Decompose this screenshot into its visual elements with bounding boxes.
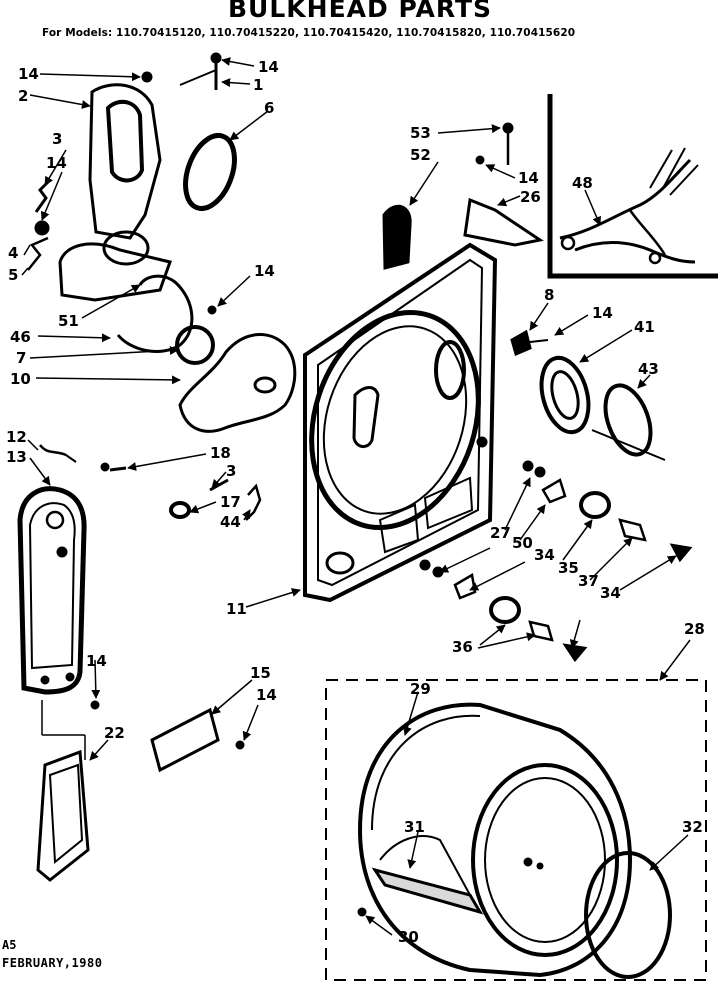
callout-14: 14 [86,652,107,670]
callout-30: 30 [398,928,419,946]
callout-48: 48 [572,174,593,192]
callout-14: 14 [18,65,39,83]
callout-29: 29 [410,680,431,698]
callout-44: 44 [220,513,241,531]
callout-51: 51 [58,312,79,330]
callout-18: 18 [210,444,231,462]
callout-31: 31 [404,818,425,836]
callout-7: 7 [16,349,26,367]
idler-bracket-assembly [27,52,237,302]
callout-13: 13 [6,448,27,466]
callout-8: 8 [544,286,554,304]
callout-50: 50 [512,534,533,552]
callout-12: 12 [6,428,27,446]
drum-assembly-box [325,679,707,981]
callout-43: 43 [638,360,659,378]
callout-3: 3 [226,462,236,480]
callout-15: 15 [250,664,271,682]
callout-32: 32 [682,818,703,836]
clamp-ring [116,274,215,365]
callout-14: 14 [592,304,613,322]
callout-1: 1 [253,76,263,94]
callout-34: 34 [600,584,621,602]
motor-cover [178,333,297,433]
callout-4: 4 [8,244,18,262]
lint-screen [382,122,544,270]
callout-17: 17 [220,493,241,511]
callout-22: 22 [104,724,125,742]
heater-box [17,444,87,695]
callout-14: 14 [258,58,279,76]
callout-46: 46 [10,328,31,346]
callout-numbers: 14 14 1 2 6 3 14 4 5 51 46 7 10 14 53 52… [6,58,705,946]
callout-28: 28 [684,620,705,638]
publication-date: FEBRUARY,1980 [2,956,103,970]
callout-37: 37 [578,572,599,590]
callout-11: 11 [226,600,247,618]
callout-14: 14 [518,169,539,187]
callout-34: 34 [534,546,555,564]
callout-14: 14 [256,686,277,704]
drum [357,702,672,979]
lamp-assembly [510,329,666,461]
callout-5: 5 [8,266,18,284]
wiring-harness [547,94,718,279]
callout-53: 53 [410,124,431,142]
callout-36: 36 [452,638,473,656]
drum-roller-parts [419,460,693,663]
callout-3: 3 [52,130,62,148]
callout-52: 52 [410,146,431,164]
page-code: A5 [2,938,17,952]
thermostat-bracket [36,700,245,882]
diagram-title: BULKHEAD PARTS [227,0,493,23]
model-numbers: For Models: 110.70415120, 110.70415220, … [42,27,576,39]
callout-10: 10 [10,370,31,388]
callout-6: 6 [264,99,274,117]
callout-35: 35 [558,559,579,577]
callout-2: 2 [18,87,28,105]
callout-41: 41 [634,318,655,336]
callout-14: 14 [46,154,67,172]
callout-26: 26 [520,188,541,206]
callout-27: 27 [490,524,511,542]
leader-lines [21,57,691,936]
bulkhead-panel [303,242,498,603]
callout-14: 14 [254,262,275,280]
